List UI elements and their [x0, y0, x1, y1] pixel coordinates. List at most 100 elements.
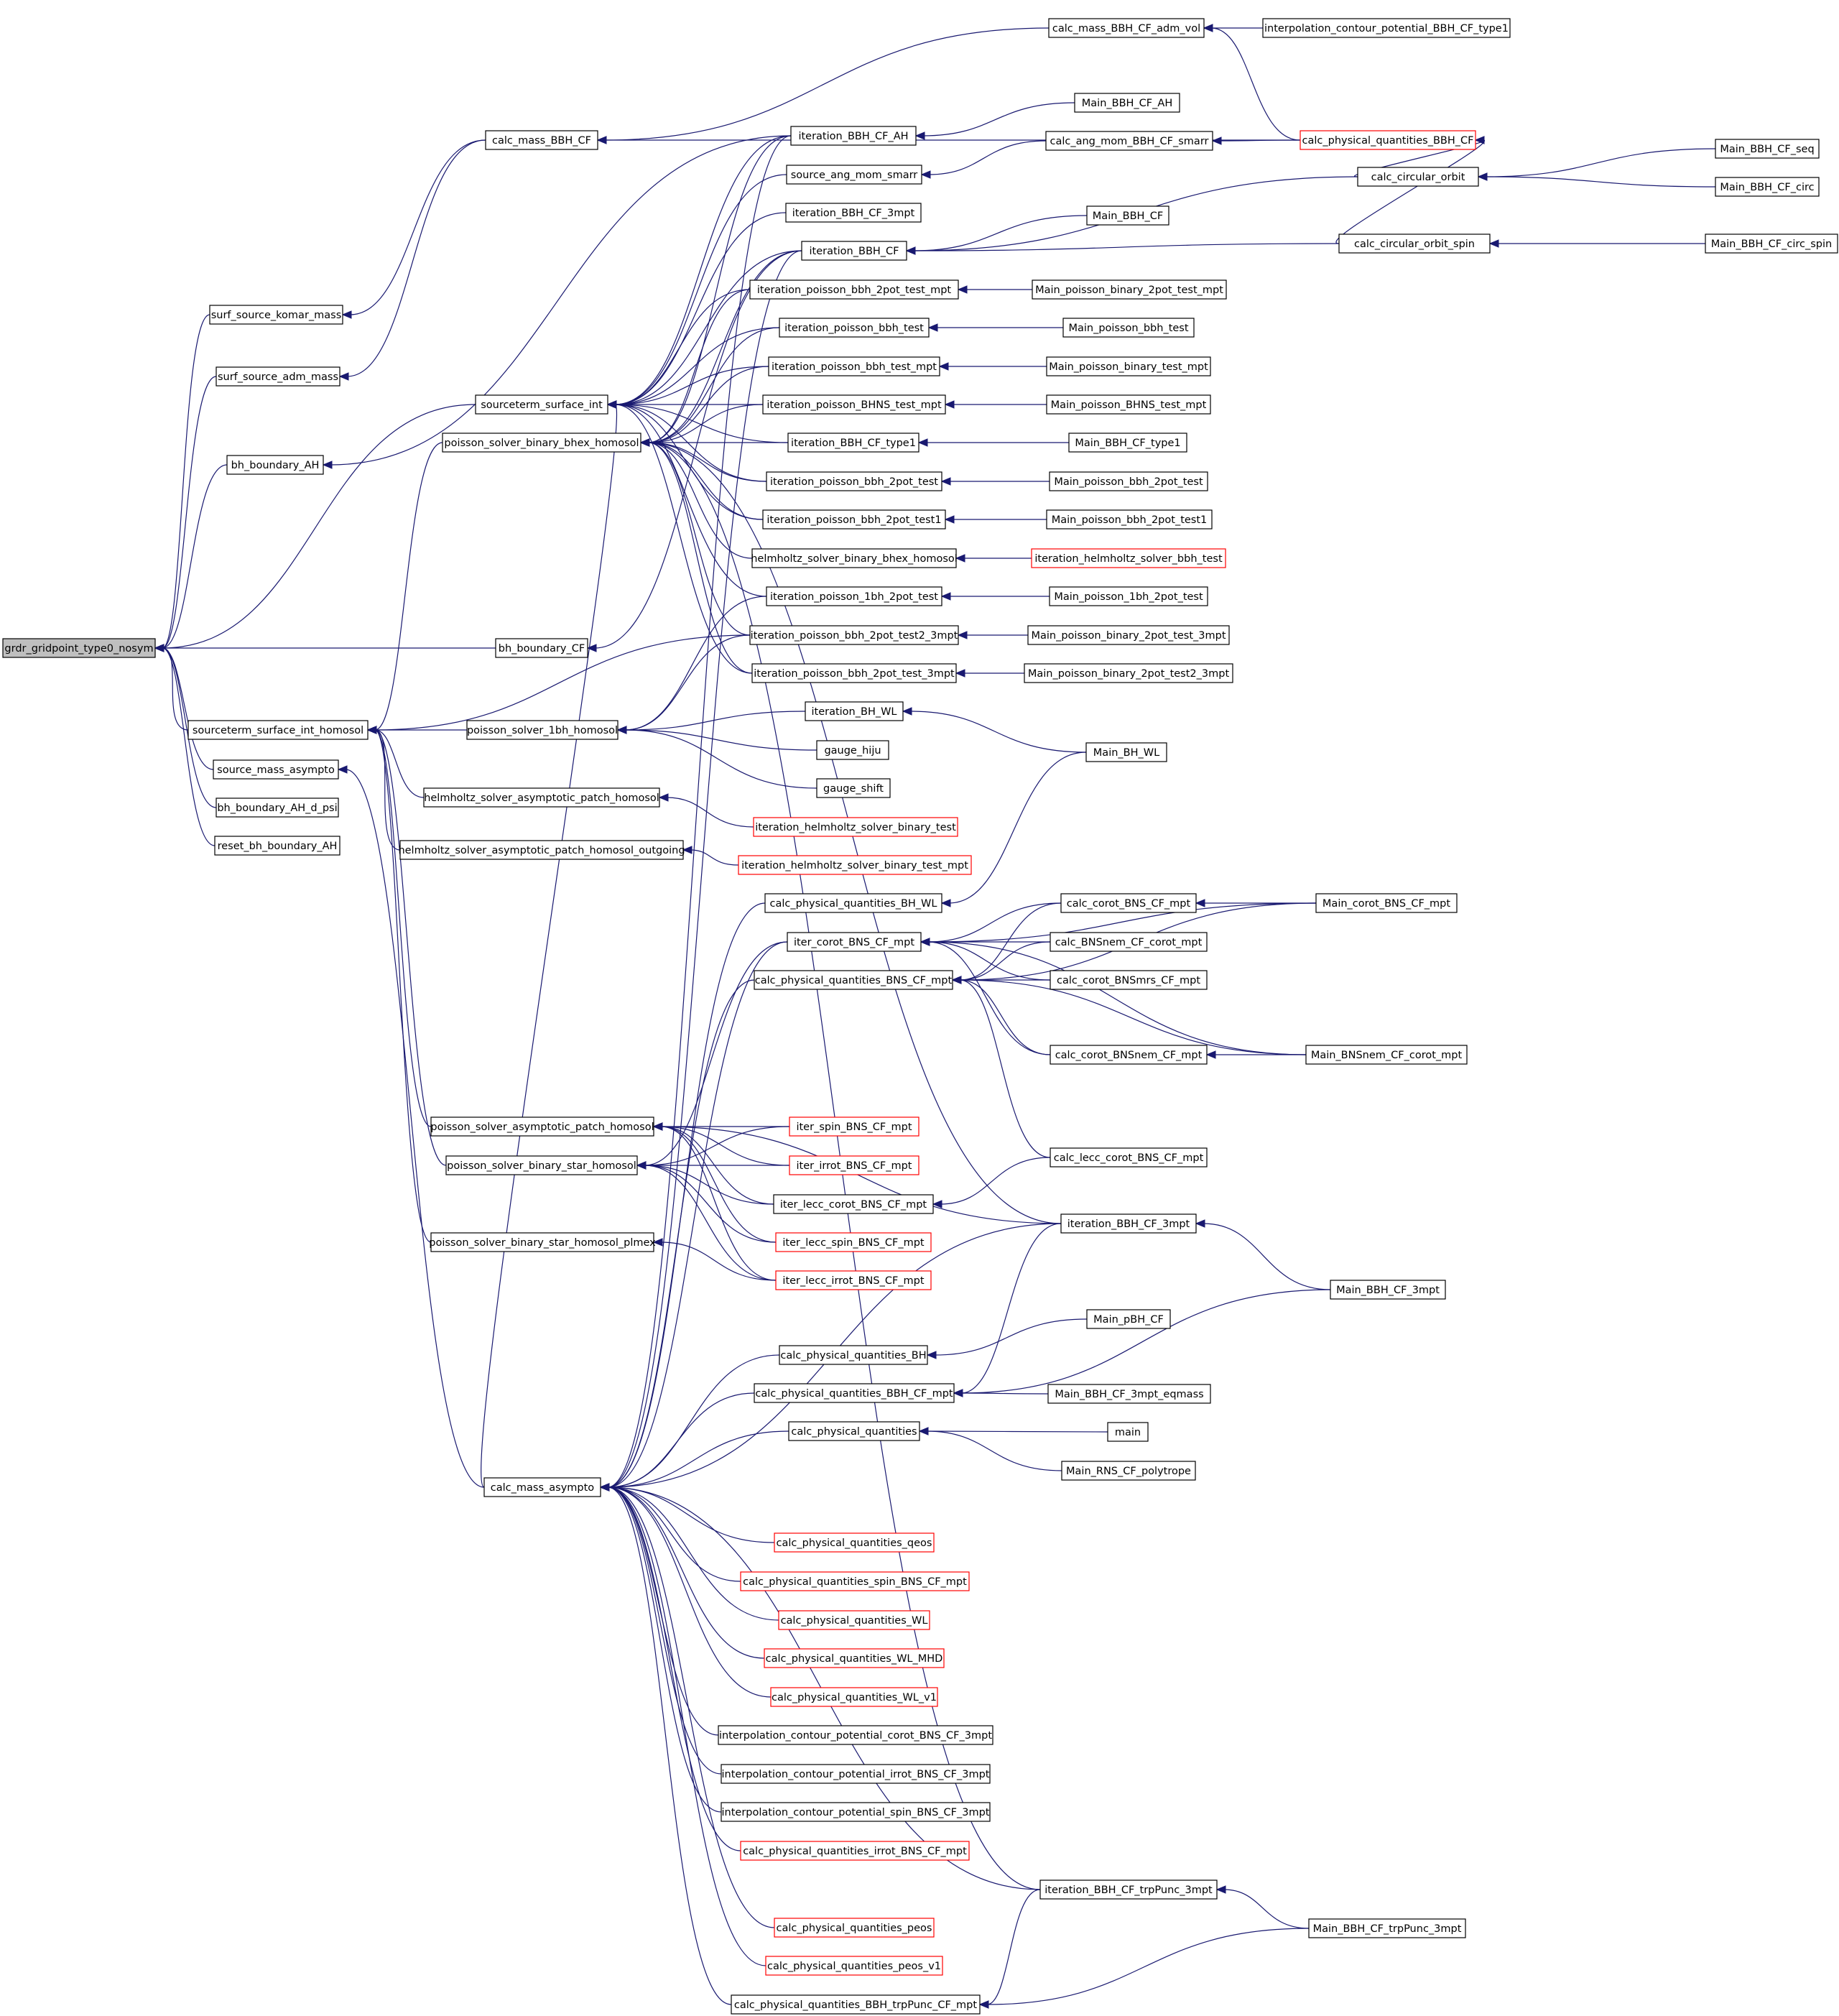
graph-node-poisson-solver-1bh-homosol[interactable]: poisson_solver_1bh_homosol: [466, 720, 619, 740]
graph-node-iteration-bbh-cf[interactable]: iteration_BBH_CF: [801, 241, 907, 261]
graph-node-main-bbh-cf-circ-spin[interactable]: Main_BBH_CF_circ_spin: [1705, 233, 1838, 254]
graph-node-main-poisson-1bh-2pot-test[interactable]: Main_poisson_1bh_2pot_test: [1049, 586, 1208, 606]
graph-node-iteration-poisson-bbh-2pot-test[interactable]: iteration_poisson_bbh_2pot_test: [766, 471, 942, 491]
graph-node-calc-physical-quantities-wl[interactable]: calc_physical_quantities_WL: [778, 1610, 930, 1630]
graph-node-calc-ang-mom-bbh-cf-smarr[interactable]: calc_ang_mom_BBH_CF_smarr: [1045, 131, 1213, 151]
graph-node-calc-circular-orbit-spin[interactable]: calc_circular_orbit_spin: [1338, 233, 1491, 254]
graph-node-main-bbh-cf-seq[interactable]: Main_BBH_CF_seq: [1715, 139, 1820, 159]
graph-node-calc-physical-quantities-bbh-cf[interactable]: calc_physical_quantities_BBH_CF: [1300, 130, 1476, 150]
graph-node-calc-physical-quantities-bns-cf-mpt[interactable]: calc_physical_quantities_BNS_CF_mpt: [754, 970, 953, 990]
graph-node-main-poisson-bbh-test[interactable]: Main_poisson_bbh_test: [1062, 318, 1195, 338]
graph-node-iteration-helmholtz-solver-binary-test-mpt[interactable]: iteration_helmholtz_solver_binary_test_m…: [738, 855, 972, 875]
graph-node-gauge-hiju[interactable]: gauge_hiju: [816, 740, 889, 760]
graph-node-iteration-poisson-bbh-2pot-test2-3mpt[interactable]: iteration_poisson_bbh_2pot_test2_3mpt: [749, 625, 959, 645]
graph-node-main-corot-bns-cf-mpt[interactable]: Main_corot_BNS_CF_mpt: [1315, 893, 1458, 913]
graph-node-calc-corot-bnsmrs-cf-mpt[interactable]: calc_corot_BNSmrs_CF_mpt: [1050, 970, 1208, 990]
graph-node-iteration-helmholtz-solver-binary-test[interactable]: iteration_helmholtz_solver_binary_test: [753, 817, 958, 837]
graph-node-calc-mass-bbh-cf[interactable]: calc_mass_BBH_CF: [485, 130, 598, 150]
graph-node-iteration-poisson-bhns-test-mpt[interactable]: iteration_poisson_BHNS_test_mpt: [762, 394, 946, 415]
graph-node-poisson-solver-binary-star-homosol[interactable]: poisson_solver_binary_star_homosol: [445, 1155, 638, 1175]
graph-node-iter-lecc-spin-bns-cf-mpt[interactable]: iter_lecc_spin_BNS_CF_mpt: [775, 1232, 932, 1252]
graph-node-iter-irrot-bns-cf-mpt[interactable]: iter_irrot_BNS_CF_mpt: [789, 1155, 920, 1175]
graph-node-main-bbh-cf-ah[interactable]: Main_BBH_CF_AH: [1074, 93, 1180, 113]
graph-node-main-bbh-cf-3mpt-eqmass[interactable]: Main_BBH_CF_3mpt_eqmass: [1047, 1384, 1211, 1404]
graph-node-iter-corot-bns-cf-mpt[interactable]: iter_corot_BNS_CF_mpt: [787, 932, 922, 952]
graph-node-calc-physical-quantities-bbh-trppunc-cf-mpt[interactable]: calc_physical_quantities_BBH_trpPunc_CF_…: [731, 1994, 981, 2015]
graph-node-iteration-poisson-bbh-test-mpt[interactable]: iteration_poisson_bbh_test_mpt: [768, 356, 940, 376]
graph-node-iteration-poisson-bbh-test[interactable]: iteration_poisson_bbh_test: [779, 318, 930, 338]
graph-node-main-rns-cf-polytrope[interactable]: Main_RNS_CF_polytrope: [1061, 1461, 1196, 1481]
graph-node-source-ang-mom-smarr[interactable]: source_ang_mom_smarr: [786, 165, 922, 185]
graph-node-calc-physical-quantities-bh[interactable]: calc_physical_quantities_BH: [779, 1345, 928, 1365]
graph-node-gauge-shift[interactable]: gauge_shift: [816, 778, 891, 798]
graph-node-main-pbh-cf[interactable]: Main_pBH_CF: [1086, 1309, 1171, 1329]
graph-node-calc-physical-quantities-irrot-bns-cf-mpt[interactable]: calc_physical_quantities_irrot_BNS_CF_mp…: [740, 1841, 970, 1861]
graph-node-surf-source-komar-mass[interactable]: surf_source_komar_mass: [209, 305, 343, 325]
graph-node-iteration-bbh-cf-type1[interactable]: iteration_BBH_CF_type1: [787, 433, 920, 453]
graph-node-calc-corot-bnsnem-cf-mpt[interactable]: calc_corot_BNSnem_CF_mpt: [1050, 1045, 1208, 1065]
graph-node-main-poisson-bhns-test-mpt[interactable]: Main_poisson_BHNS_test_mpt: [1046, 394, 1211, 415]
graph-node-iteration-poisson-bbh-2pot-test-3mpt[interactable]: iteration_poisson_bbh_2pot_test_3mpt: [751, 663, 957, 683]
graph-node-main-bbh-cf[interactable]: Main_BBH_CF: [1086, 205, 1169, 226]
graph-node-main[interactable]: main: [1107, 1422, 1149, 1442]
graph-node-bh-boundary-cf[interactable]: bh_boundary_CF: [495, 638, 588, 658]
graph-node-main-poisson-bbh-2pot-test[interactable]: Main_poisson_bbh_2pot_test: [1049, 471, 1208, 491]
graph-node-main-bbh-cf-3mpt[interactable]: Main_BBH_CF_3mpt: [1330, 1280, 1446, 1300]
graph-node-poisson-solver-asymptotic-patch-homosol[interactable]: poisson_solver_asymptotic_patch_homosol: [430, 1116, 654, 1137]
graph-node-bh-boundary-ah[interactable]: bh_boundary_AH: [226, 455, 324, 475]
graph-node-calc-physical-quantities-wl-v1[interactable]: calc_physical_quantities_WL_v1: [770, 1687, 938, 1707]
graph-node-poisson-solver-binary-bhex-homosol[interactable]: poisson_solver_binary_bhex_homosol: [442, 433, 641, 453]
graph-node-calc-physical-quantities-peos[interactable]: calc_physical_quantities_peos: [774, 1918, 935, 1938]
graph-node-iteration-bbh-cf-3mpt[interactable]: iteration_BBH_CF_3mpt: [785, 203, 922, 223]
graph-node-main-bbh-cf-circ[interactable]: Main_BBH_CF_circ: [1715, 177, 1820, 197]
graph-node-interpolation-contour-potential-irrot-bns-cf-3mpt[interactable]: interpolation_contour_potential_irrot_BN…: [721, 1764, 991, 1784]
graph-node-iteration-bbh-cf-trppunc-3mpt[interactable]: iteration_BBH_CF_trpPunc_3mpt: [1039, 1879, 1218, 1900]
graph-node-calc-mass-asympto[interactable]: calc_mass_asympto: [483, 1477, 601, 1497]
graph-node-main-bbh-cf-trppunc-3mpt[interactable]: Main_BBH_CF_trpPunc_3mpt: [1308, 1918, 1466, 1938]
graph-node-iter-spin-bns-cf-mpt[interactable]: iter_spin_BNS_CF_mpt: [789, 1116, 920, 1137]
graph-node-iteration-bbh-cf-ah[interactable]: iteration_BBH_CF_AH: [790, 126, 917, 146]
graph-node-calc-circular-orbit[interactable]: calc_circular_orbit: [1357, 167, 1479, 187]
graph-node-reset-bh-boundary-ah[interactable]: reset_bh_boundary_AH: [214, 836, 341, 856]
graph-node-iteration-poisson-1bh-2pot-test[interactable]: iteration_poisson_1bh_2pot_test: [766, 586, 942, 606]
graph-node-calc-physical-quantities-wl-mhd[interactable]: calc_physical_quantities_WL_MHD: [764, 1648, 945, 1668]
graph-node-calc-lecc-corot-bns-cf-mpt[interactable]: calc_lecc_corot_BNS_CF_mpt: [1050, 1147, 1208, 1167]
graph-node-main-poisson-bbh-2pot-test1[interactable]: Main_poisson_bbh_2pot_test1: [1046, 509, 1213, 530]
graph-node-grdr-gridpoint-type0-nosym[interactable]: grdr_gridpoint_type0_nosym: [2, 638, 156, 658]
graph-node-calc-physical-quantities-bbh-cf-mpt[interactable]: calc_physical_quantities_BBH_CF_mpt: [754, 1383, 955, 1403]
graph-node-iteration-helmholtz-solver-bbh-test[interactable]: iteration_helmholtz_solver_bbh_test: [1031, 548, 1226, 568]
graph-node-calc-physical-quantities-spin-bns-cf-mpt[interactable]: calc_physical_quantities_spin_BNS_CF_mpt: [740, 1571, 970, 1591]
graph-node-iteration-poisson-bbh-2pot-test1[interactable]: iteration_poisson_bbh_2pot_test1: [762, 509, 946, 530]
graph-node-iter-lecc-irrot-bns-cf-mpt[interactable]: iter_lecc_irrot_BNS_CF_mpt: [775, 1270, 932, 1290]
graph-node-helmholtz-solver-binary-bhex-homosol[interactable]: helmholtz_solver_binary_bhex_homosol: [751, 548, 958, 568]
graph-node-bh-boundary-ah-d-psi[interactable]: bh_boundary_AH_d_psi: [216, 797, 339, 818]
graph-node-calc-physical-quantities[interactable]: calc_physical_quantities: [788, 1421, 920, 1441]
graph-node-iter-lecc-corot-bns-cf-mpt[interactable]: iter_lecc_corot_BNS_CF_mpt: [773, 1194, 934, 1214]
graph-node-source-mass-asympto[interactable]: source_mass_asympto: [213, 759, 339, 780]
graph-node-calc-physical-quantities-qeos[interactable]: calc_physical_quantities_qeos: [774, 1532, 935, 1553]
graph-node-main-poisson-binary-2pot-test-mpt[interactable]: Main_poisson_binary_2pot_test_mpt: [1032, 279, 1227, 300]
graph-node-main-bh-wl[interactable]: Main_BH_WL: [1085, 742, 1167, 762]
graph-node-helmholtz-solver-asymptotic-patch-homosol[interactable]: helmholtz_solver_asymptotic_patch_homoso…: [423, 787, 660, 808]
graph-node-calc-physical-quantities-bh-wl[interactable]: calc_physical_quantities_BH_WL: [764, 893, 942, 913]
graph-node-sourceterm-surface-int-homosol[interactable]: sourceterm_surface_int_homosol: [187, 720, 369, 740]
graph-node-main-poisson-binary-test-mpt[interactable]: Main_poisson_binary_test_mpt: [1046, 356, 1211, 376]
graph-node-sourceterm-surface-int[interactable]: sourceterm_surface_int: [475, 394, 608, 415]
graph-node-main-bnsnem-cf-corot-mpt[interactable]: Main_BNSnem_CF_corot_mpt: [1305, 1045, 1468, 1065]
graph-node-main-poisson-binary-2pot-test2-3mpt[interactable]: Main_poisson_binary_2pot_test2_3mpt: [1024, 663, 1233, 683]
graph-node-calc-mass-bbh-cf-adm-vol[interactable]: calc_mass_BBH_CF_adm_vol: [1048, 18, 1205, 38]
graph-node-iteration-bh-wl[interactable]: iteration_BH_WL: [805, 701, 904, 721]
graph-node-main-poisson-binary-2pot-test-3mpt[interactable]: Main_poisson_binary_2pot_test_3mpt: [1027, 625, 1230, 645]
graph-node-interpolation-contour-potential-spin-bns-cf-3mpt[interactable]: interpolation_contour_potential_spin_BNS…: [721, 1802, 991, 1822]
graph-node-calc-physical-quantities-peos-v1[interactable]: calc_physical_quantities_peos_v1: [765, 1956, 943, 1976]
graph-node-iteration-poisson-bbh-2pot-test-mpt[interactable]: iteration_poisson_bbh_2pot_test_mpt: [749, 279, 959, 300]
graph-node-main-bbh-cf-type1[interactable]: Main_BBH_CF_type1: [1068, 433, 1187, 453]
graph-node-helmholtz-solver-asymptotic-patch-homosol-outgoing[interactable]: helmholtz_solver_asymptotic_patch_homoso…: [398, 840, 685, 860]
graph-node-surf-source-adm-mass[interactable]: surf_source_adm_mass: [216, 366, 341, 387]
graph-node-iteration-bbh-cf-3mpt-r[interactable]: iteration_BBH_CF_3mpt: [1060, 1213, 1197, 1234]
graph-node-interpolation-contour-potential-bbh-cf-type1[interactable]: interpolation_contour_potential_BBH_CF_t…: [1262, 18, 1511, 38]
graph-node-calc-bnsnem-cf-corot-mpt[interactable]: calc_BNSnem_CF_corot_mpt: [1050, 932, 1208, 952]
graph-node-poisson-solver-binary-star-homosol-plmex[interactable]: poisson_solver_binary_star_homosol_plmex: [429, 1232, 656, 1252]
graph-node-interpolation-contour-potential-corot-bns-cf-3mpt[interactable]: interpolation_contour_potential_corot_BN…: [718, 1725, 993, 1745]
graph-node-calc-corot-bns-cf-mpt[interactable]: calc_corot_BNS_CF_mpt: [1060, 893, 1197, 913]
